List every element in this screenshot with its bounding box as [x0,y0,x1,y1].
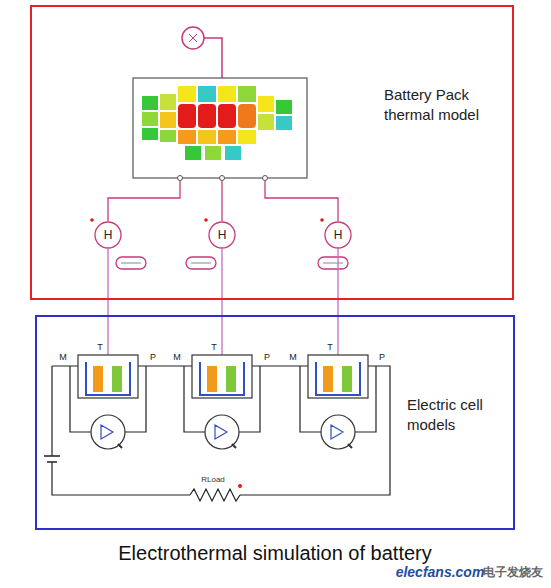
terminal-dot [238,484,242,488]
electric-model-region: Electric cell models [35,315,515,530]
thermal-wires [108,181,338,221]
pin-label: T [97,343,103,352]
sensor-label: H [104,229,113,241]
heat-sources [90,218,351,269]
pin-label: M [59,353,67,362]
battery-cells [78,355,368,398]
figure-caption: Electrothermal simulation of battery [118,542,431,565]
pin-label: T [327,343,333,352]
watermark: 电子发烧友 [483,566,543,578]
thermal-model-region: Battery Pack thermal model [30,5,514,300]
watermark: elecfans.com [396,565,485,579]
region-heading: Electric cell models [407,395,507,436]
temperature-links [108,248,338,355]
pin-label: T [211,343,217,352]
pin-label: M [173,353,181,362]
thermal-model-box [133,78,307,181]
ambient-source [182,27,222,78]
pin-label: P [379,353,385,362]
region-heading: Battery Pack thermal model [384,85,502,126]
component-label: RLoad [201,476,225,484]
pin-label: M [289,353,297,362]
current-sensors [91,415,355,449]
pin-label: P [264,353,270,362]
sensor-label: H [334,229,343,241]
pin-label: P [150,353,156,362]
sensor-label: H [218,229,227,241]
